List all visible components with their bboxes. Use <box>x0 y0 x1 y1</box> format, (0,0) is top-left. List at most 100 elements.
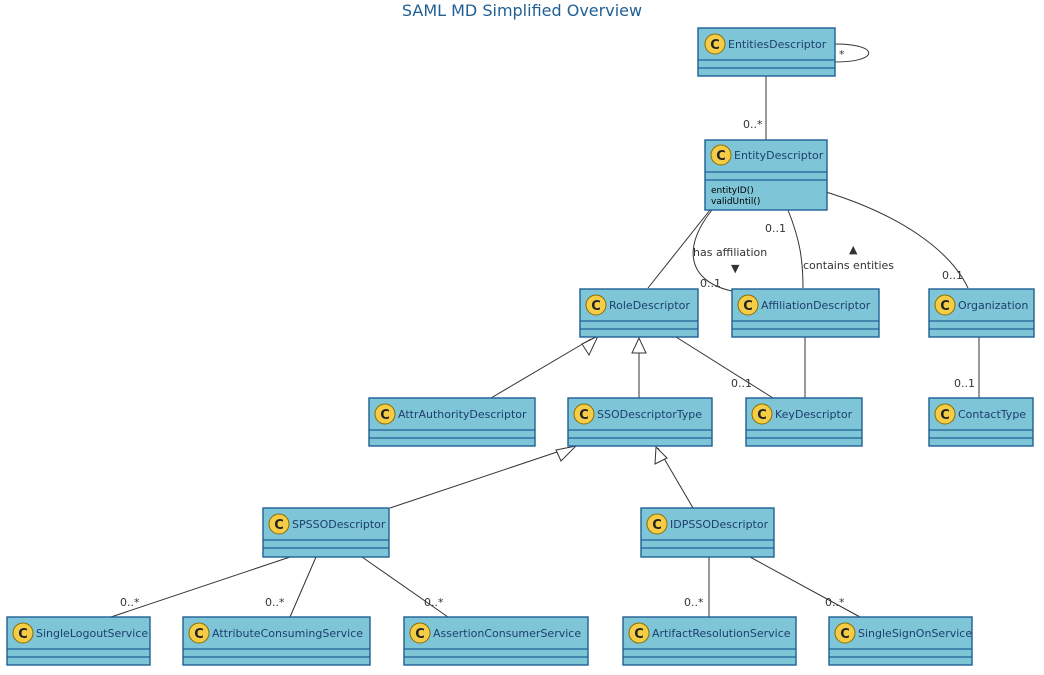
class-name: AffiliationDescriptor <box>761 299 871 312</box>
class-icon-letter: C <box>18 627 28 642</box>
mult-single-logout: 0..* <box>120 596 140 609</box>
class-name: ArtifactResolutionService <box>652 627 791 640</box>
class-attribute-consuming-service: C AttributeConsumingService <box>182 616 371 666</box>
class-icon <box>834 622 856 644</box>
edge-idpsso-sso-service <box>749 556 861 618</box>
edge-entities-self <box>834 43 869 63</box>
mult-has-affiliation: 0..1 <box>700 277 721 290</box>
class-assertion-consumer-service: C AssertionConsumerService <box>403 616 589 666</box>
mult-artifact-resolution: 0..* <box>684 596 704 609</box>
edge-labels: * 0..* has affiliation ▼ 0..1 ▲ contains… <box>120 48 975 609</box>
class-organization: C Organization <box>928 288 1035 338</box>
mult-contains-entities: 0..1 <box>765 222 786 235</box>
class-key-descriptor: C KeyDescriptor <box>745 397 863 447</box>
class-icon <box>573 403 595 425</box>
class-name: AttributeConsumingService <box>212 627 363 640</box>
class-icon <box>934 294 956 316</box>
inheritance-arrow-attrauth <box>581 334 600 357</box>
class-icon-letter: C <box>940 408 950 423</box>
class-icon <box>628 622 650 644</box>
class-single-sign-on-service: C SingleSignOnService <box>828 616 973 666</box>
class-icon <box>12 622 34 644</box>
class-method: validUntil() <box>711 197 760 207</box>
class-icon-letter: C <box>716 149 726 164</box>
class-name: SPSSODescriptor <box>292 518 386 531</box>
class-entity-descriptor: C EntityDescriptor entityID() validUntil… <box>704 139 828 211</box>
class-role-descriptor: C RoleDescriptor <box>579 288 699 338</box>
class-icon-letter: C <box>710 38 720 53</box>
edge-role-key <box>675 336 774 399</box>
class-icon <box>409 622 431 644</box>
arrow-has-affiliation: ▼ <box>731 262 740 275</box>
label-has-affiliation: has affiliation <box>693 246 767 259</box>
class-icon-letter: C <box>591 299 601 314</box>
class-icon <box>934 403 956 425</box>
edge-attrauth-role <box>490 338 592 399</box>
class-icon-letter: C <box>743 299 753 314</box>
class-attr-authority-descriptor: C AttrAuthorityDescriptor <box>368 397 536 447</box>
class-icon-letter: C <box>940 299 950 314</box>
mult-entities-entity: 0..* <box>743 118 763 131</box>
class-icon-letter: C <box>274 518 284 533</box>
class-icon <box>585 294 607 316</box>
class-name: AssertionConsumerService <box>433 627 581 640</box>
mult-assertion-consumer: 0..* <box>424 596 444 609</box>
class-icon <box>704 33 726 55</box>
edge-has-affiliation <box>692 209 733 292</box>
class-name: SingleSignOnService <box>858 627 972 640</box>
inheritance-arrow-sso <box>631 336 647 354</box>
class-name: EntitiesDescriptor <box>728 38 827 51</box>
class-entities-descriptor: C EntitiesDescriptor <box>697 27 836 77</box>
class-single-logout-service: C SingleLogoutService <box>6 616 151 666</box>
arrow-contains-entities: ▲ <box>849 243 858 256</box>
inheritance-arrow-idpsso <box>654 445 668 465</box>
mult-self: * <box>839 48 845 61</box>
class-name: ContactType <box>958 408 1026 421</box>
class-contact-type: C ContactType <box>928 397 1034 447</box>
mult-contact-type: 0..1 <box>954 377 975 390</box>
class-name: RoleDescriptor <box>609 299 690 312</box>
edge-spsso-logout <box>110 556 291 618</box>
class-icon-letter: C <box>840 627 850 642</box>
class-affiliation-descriptor: C AffiliationDescriptor <box>731 288 880 338</box>
edge-entity-organization <box>825 191 969 289</box>
edge-spsso-assertion <box>361 556 449 618</box>
class-sso-descriptor-type: C SSODescriptorType <box>567 397 713 447</box>
generalization-arrows <box>555 334 668 465</box>
mult-single-sign-on: 0..* <box>825 596 845 609</box>
edge-contains-entities <box>787 209 804 289</box>
class-icon <box>188 622 210 644</box>
class-name: SSODescriptorType <box>597 408 702 421</box>
class-icon <box>737 294 759 316</box>
class-icon <box>751 403 773 425</box>
class-name: Organization <box>958 299 1028 312</box>
class-icon <box>646 513 668 535</box>
mult-attribute-consuming: 0..* <box>265 596 285 609</box>
class-idpsso-descriptor: C IDPSSODescriptor <box>640 507 775 558</box>
class-icon-letter: C <box>380 408 390 423</box>
class-icon <box>268 513 290 535</box>
class-icon-letter: C <box>652 518 662 533</box>
class-icon-letter: C <box>194 627 204 642</box>
mult-organization: 0..1 <box>942 269 963 282</box>
class-icon <box>374 403 396 425</box>
class-icon-letter: C <box>579 408 589 423</box>
class-icon-letter: C <box>757 408 767 423</box>
class-name: AttrAuthorityDescriptor <box>398 408 527 421</box>
class-name: KeyDescriptor <box>775 408 853 421</box>
class-spsso-descriptor: C SPSSODescriptor <box>262 507 390 558</box>
edge-spsso-attrconsuming <box>289 556 317 618</box>
class-icon-letter: C <box>415 627 425 642</box>
diagram-title: SAML MD Simplified Overview <box>401 1 643 20</box>
class-method: entityID() <box>711 186 754 196</box>
class-icon-letter: C <box>634 627 644 642</box>
class-icon <box>710 144 732 166</box>
edge-entity-role <box>647 209 711 289</box>
mult-key-descriptor: 0..1 <box>731 377 752 390</box>
class-name: SingleLogoutService <box>36 627 148 640</box>
inheritance-arrow-spsso <box>555 445 578 462</box>
class-artifact-resolution-service: C ArtifactResolutionService <box>622 616 797 666</box>
class-name: EntityDescriptor <box>734 149 824 162</box>
label-contains-entities: contains entities <box>803 259 894 272</box>
